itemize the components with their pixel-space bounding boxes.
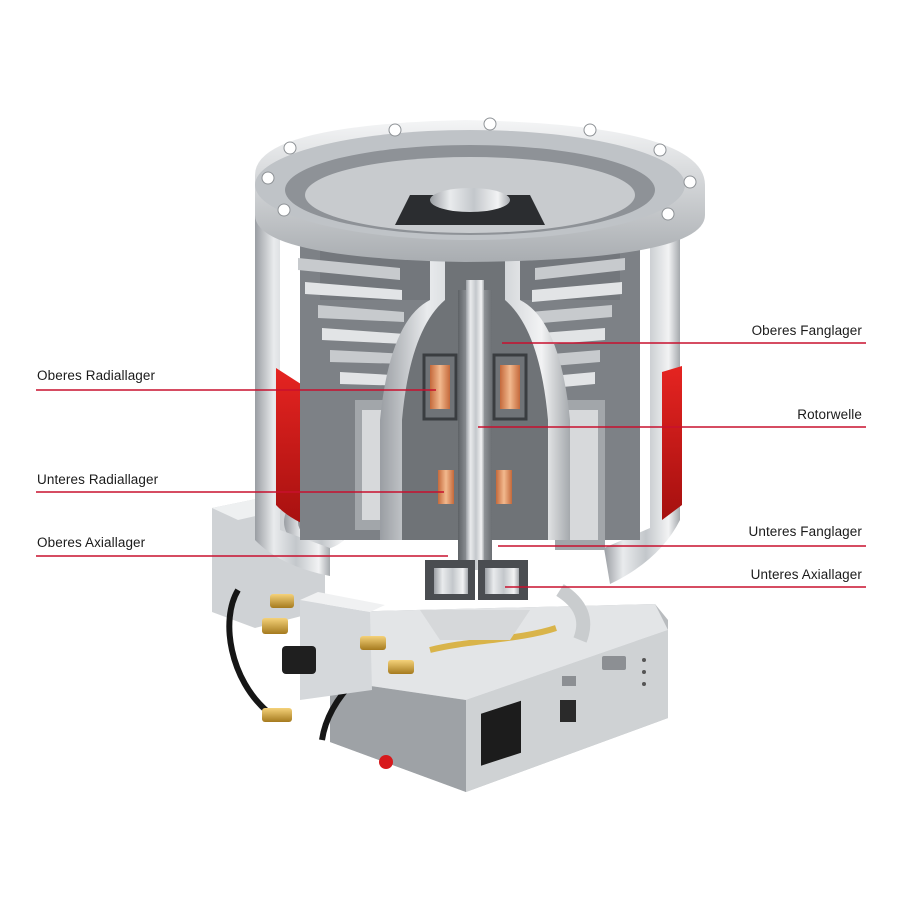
magnetic-bearings [422,353,528,504]
label-oberes-radiallager: Oberes Radiallager [37,368,156,383]
label-oberes-fanglager: Oberes Fanglager [751,323,862,338]
label-unteres-axiallager: Unteres Axiallager [750,567,862,582]
axial-bearing [420,560,591,643]
label-rotorwelle: Rotorwelle [797,407,862,422]
rotor-hub [380,250,570,570]
label-unteres-radiallager: Unteres Radiallager [37,472,159,487]
label-oberes-axiallager: Oberes Axiallager [37,535,146,550]
top-flange [255,117,705,262]
label-unteres-fanglager: Unteres Fanglager [748,524,862,539]
leader-lines [36,342,866,588]
electronics-housing [330,604,668,792]
valve-assembly [226,588,557,741]
